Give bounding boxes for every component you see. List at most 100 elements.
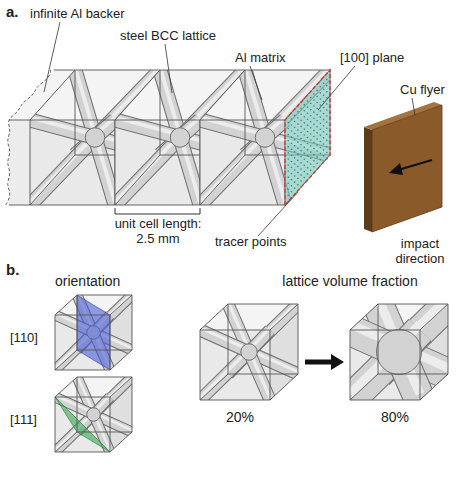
strut-group [350, 298, 448, 400]
lattice-unit-cell [55, 375, 132, 452]
tracer-point [307, 143, 309, 145]
tracer-point [297, 147, 299, 149]
tracer-point [326, 103, 328, 105]
cube-edge [160, 70, 245, 71]
tracer-point [323, 113, 325, 115]
tracer-point [294, 115, 296, 117]
tracer-point [297, 129, 299, 131]
tracer-point [323, 137, 325, 139]
cube-edge [55, 315, 110, 316]
tracer-point [313, 142, 315, 144]
dimension-label: unit cell length: 2.5 mm [108, 216, 208, 246]
tracer-point [287, 140, 289, 142]
tracer-point [303, 152, 305, 154]
cube-edge [200, 120, 285, 121]
strut-node [241, 344, 258, 361]
strut-node [85, 128, 105, 148]
flyer-face [372, 105, 442, 232]
tracer-point [307, 112, 309, 114]
lattice-unit-cell [55, 293, 132, 370]
cube-edge [200, 120, 201, 205]
tracer-point [310, 157, 312, 159]
panel-label: b. [6, 262, 30, 277]
cube-edge [270, 330, 271, 400]
tracer-point [323, 149, 325, 151]
tracer-point [316, 114, 318, 116]
tracer-point [316, 126, 318, 128]
plane-fill [285, 70, 330, 205]
tracer-point [323, 95, 325, 97]
tracer-point [310, 103, 312, 105]
tracer-point [320, 147, 322, 149]
cube-edge [200, 155, 245, 205]
tracer-point [291, 130, 293, 132]
cube-edge [110, 295, 132, 315]
tracer-point [323, 82, 325, 84]
tracer-point [313, 105, 315, 107]
cube-edge [77, 295, 78, 350]
cube-edge [132, 377, 133, 432]
strut-group [200, 302, 298, 400]
cube-edge [378, 304, 379, 374]
tracer-point [300, 174, 302, 176]
tracer-point [287, 195, 289, 197]
cube-edge [200, 374, 228, 400]
strut-highlight [94, 375, 133, 413]
tracer-point [303, 122, 305, 124]
tracer-point [307, 167, 309, 169]
lattice-unit-cell [200, 67, 330, 205]
backer-edge [54, 70, 75, 71]
strut-group [55, 375, 132, 452]
cube-edge [110, 397, 111, 452]
tracer-point [291, 136, 293, 138]
cube-edge [55, 397, 110, 398]
tracer-point [313, 154, 315, 156]
tracer-point [307, 149, 309, 151]
cube-edge [115, 120, 116, 205]
tracer-point [310, 133, 312, 135]
tracer-point [326, 85, 328, 87]
cube-edge [420, 374, 448, 400]
tracer-point [300, 120, 302, 122]
tracer-point [316, 90, 318, 92]
tracer-point [297, 160, 299, 162]
tracer-point [310, 145, 312, 147]
tracer-point [291, 148, 293, 150]
tracer-point [287, 122, 289, 124]
cube-edge [200, 400, 270, 401]
lattice-unit-cell [200, 302, 298, 400]
tracer-point [300, 132, 302, 134]
tracer-point [287, 158, 289, 160]
tracer-point [307, 137, 309, 139]
tracer-point [303, 116, 305, 118]
subpanel-heading: orientation [55, 274, 165, 289]
tracer-point [300, 156, 302, 158]
orientation-label: [111] [10, 412, 54, 427]
dimension-bracket [115, 208, 200, 214]
cube-edge [160, 70, 161, 155]
tracer-point [326, 146, 328, 148]
cube-edge [110, 350, 132, 370]
tracer-point [297, 111, 299, 113]
tracer-point [316, 144, 318, 146]
flyer-side [364, 127, 372, 232]
fraction-label: 80% [350, 410, 440, 425]
strut-highlight [200, 328, 249, 350]
tracer-point [310, 139, 312, 141]
tracer-point [320, 104, 322, 106]
tracer-point [294, 127, 296, 129]
backer-front-face [9, 120, 30, 205]
cube-edge [298, 304, 299, 374]
tracer-point [326, 152, 328, 154]
cube-edge [110, 377, 132, 397]
tracer-point [291, 179, 293, 181]
cube-edge [110, 315, 111, 370]
tracer-point [320, 116, 322, 118]
tracer-point [310, 163, 312, 165]
cube-edge [115, 205, 200, 206]
tracer-point [323, 143, 325, 145]
tracer-point [294, 175, 296, 177]
tracer-point [300, 144, 302, 146]
strut-highlight [75, 67, 95, 134]
tracer-point [307, 131, 309, 133]
